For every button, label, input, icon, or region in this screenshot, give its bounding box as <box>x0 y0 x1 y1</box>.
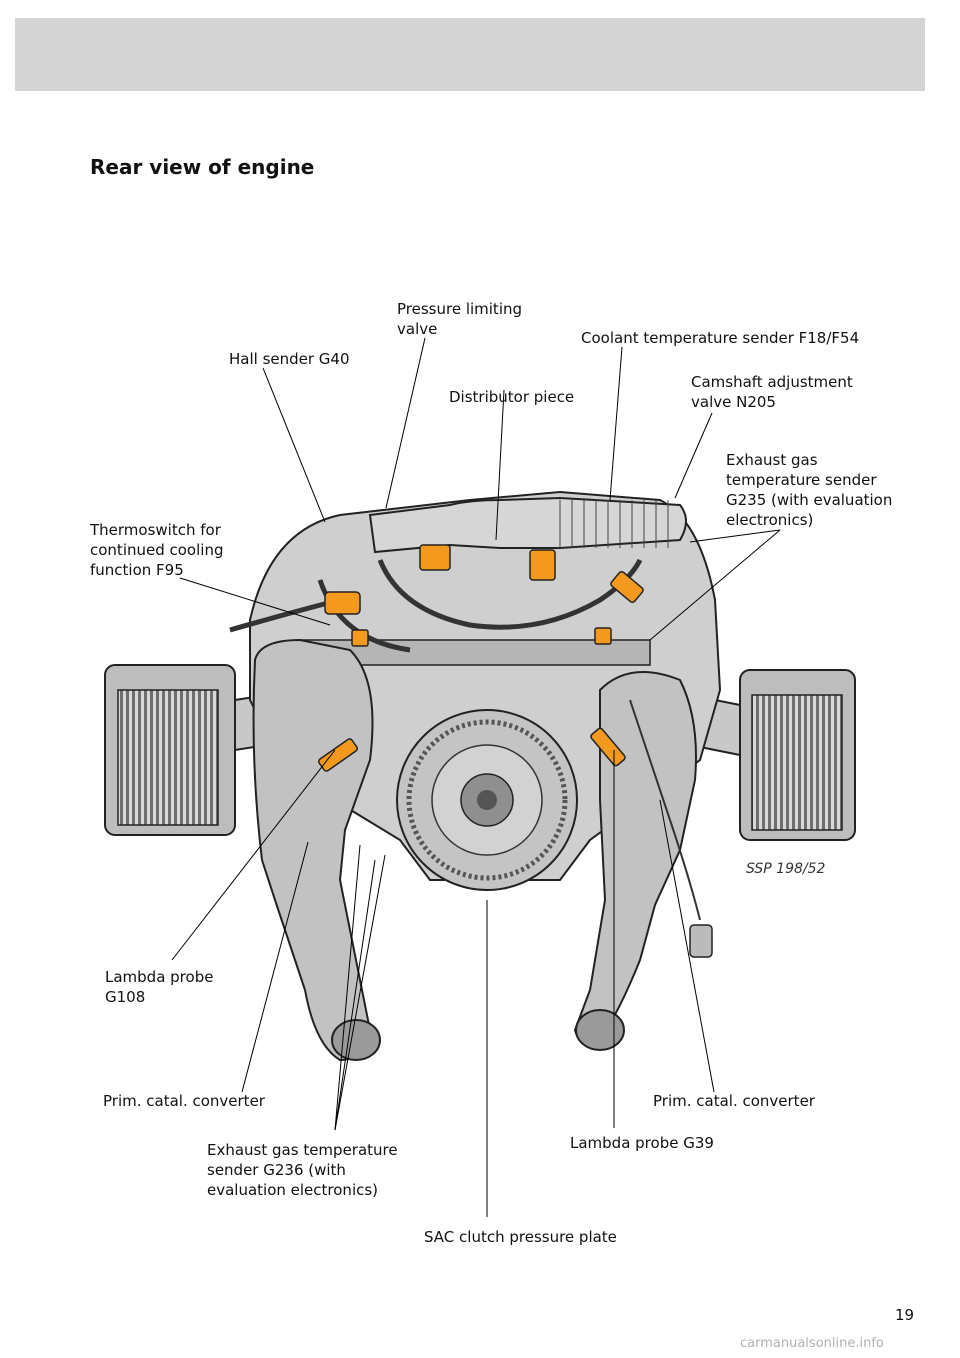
camshaft-adjustment-valve <box>610 570 644 604</box>
hall-sender-g40 <box>351 629 369 647</box>
watermark: carmanualsonline.info <box>740 1336 884 1351</box>
label-exhaust-gas-temp-sender-g236: Exhaust gas temperature sender G236 (wit… <box>207 1141 398 1199</box>
pressure-limiting-valve <box>419 544 451 571</box>
label-sac-clutch-pressure-plate: SAC clutch pressure plate <box>424 1228 617 1246</box>
intake-pipe <box>368 496 687 554</box>
label-prim-catal-converter-left: Prim. catal. converter <box>103 1092 265 1110</box>
catalytic-converter-right <box>573 671 697 1051</box>
highlighted-components <box>318 544 644 772</box>
header-band <box>15 18 925 91</box>
page-number: 19 <box>895 1306 915 1324</box>
label-coolant-temperature-sender: Coolant temperature sender F18/F54 <box>581 329 860 347</box>
thermoswitch-f95 <box>324 591 361 615</box>
leader-lines <box>171 337 781 1217</box>
label-exhaust-gas-temp-sender-g235: Exhaust gas temperature sender G235 (wit… <box>726 451 893 529</box>
label-hall-sender: Hall sender G40 <box>229 350 350 368</box>
coolant-temp-sender <box>594 627 612 645</box>
wiring-connector <box>629 699 713 958</box>
label-lambda-probe-g108: Lambda probe G108 <box>105 968 214 1006</box>
label-lambda-probe-g39: Lambda probe G39 <box>570 1134 714 1152</box>
figure-reference: SSP 198/52 <box>746 861 826 877</box>
label-thermoswitch: Thermoswitch for continued cooling funct… <box>90 521 224 579</box>
catalytic-converter-left <box>252 638 381 1062</box>
label-pressure-limiting-valve: Pressure limiting valve <box>397 300 523 338</box>
clutch-pressure-plate <box>396 709 578 891</box>
lambda-probe-g39 <box>590 727 626 767</box>
page-title: Rear view of engine <box>90 155 315 179</box>
distributor-piece <box>529 549 556 581</box>
label-distributor-piece: Distributor piece <box>449 388 575 406</box>
label-camshaft-adjustment-valve: Camshaft adjustment valve N205 <box>691 373 853 411</box>
label-prim-catal-converter-right: Prim. catal. converter <box>653 1092 815 1110</box>
